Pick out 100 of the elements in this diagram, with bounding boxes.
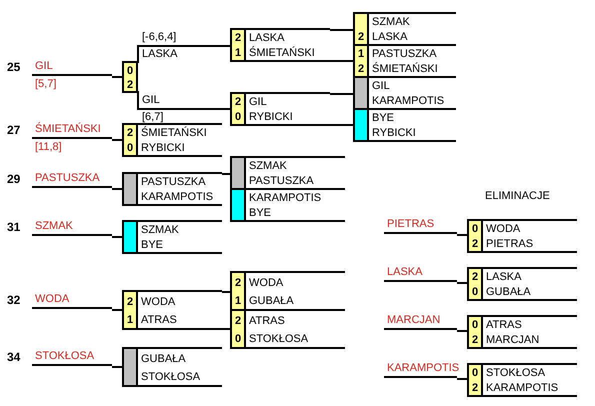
seed-name: PASTUSZKA [32,170,112,188]
score-cell: 0 [230,330,246,347]
bracket-line [221,291,230,293]
score-cell: 0 [122,141,138,155]
player-name: PASTUSZKA [371,47,437,62]
player-name: SZMAK [140,223,179,238]
player-name: RYBICKI [371,126,416,140]
player-row [122,238,222,254]
match-number: 34 [7,350,20,364]
player-name: RYBICKI [140,141,185,155]
score-cell: 0 [467,317,483,333]
player-name: STOKŁOSA [485,366,546,381]
score-cell: 2 [353,62,369,76]
bracket-line [456,378,467,380]
player-name: WODA [485,222,520,237]
match-box [467,267,577,301]
score-cell: 0 [122,63,138,78]
bracket-line [111,76,122,78]
bracket-line [221,328,230,330]
player-name: GIL [371,79,390,94]
bracket-line [329,29,353,31]
player-row [467,237,577,253]
match-box [122,61,138,93]
player-row [467,381,577,397]
bracket-line [137,45,230,63]
bracket-line [137,91,230,110]
seed-name: MARCJAN [384,312,457,330]
edge-label: LASKA [142,48,178,60]
seed-name: LASKA [384,264,457,282]
match-box [230,28,330,62]
player-row [122,311,222,330]
player-row [230,110,330,126]
bracket-line [111,366,122,368]
match-box [467,315,577,349]
player-row [230,206,345,222]
player-name: PIETRAS [485,237,534,251]
seed-name: ŚMIETAŃSKI [32,121,112,139]
bracket-line [221,173,230,175]
player-row [122,190,222,206]
player-row [122,368,222,387]
bracket-line [111,309,122,311]
player-row [230,330,345,349]
player-name: RYBICKI [248,110,293,124]
player-row [230,174,345,190]
player-name: STOKŁOSA [140,370,200,384]
seed-name: SZMAK [32,218,112,236]
player-name: KARAMPOTIS [248,191,322,206]
player-name: ŚMIETAŃSKI [371,62,438,76]
player-name: GUBAŁA [485,285,531,299]
seed-name: PIETRAS [384,216,457,234]
match-box [230,271,345,349]
player-name: ŚMIETAŃSKI [248,46,315,60]
player-name: BYE [140,238,164,252]
score-cell: 2 [230,311,246,330]
match-box [230,92,330,126]
player-name: ŚMIETAŃSKI [140,125,207,141]
player-row [122,141,222,157]
score-cell: 2 [467,269,483,285]
player-row [353,94,456,110]
player-name: SZMAK [371,15,410,30]
seed-name: WODA [32,291,112,309]
score-cell: 2 [230,94,246,110]
match-box [122,123,222,157]
player-name: GUBAŁA [140,352,186,366]
score-cell: 2 [230,273,246,292]
score-cell: 2 [353,30,369,44]
player-row [467,333,577,349]
player-row [353,30,456,46]
player-name: KARAMPOTIS [371,94,444,108]
player-name: ATRAS [140,312,177,328]
score-cell: 1 [122,311,138,328]
bracket-line [111,139,122,141]
player-name: LASKA [371,30,408,44]
player-name: LASKA [248,31,284,46]
match-box [353,12,456,142]
player-name: PASTUSZKA [140,175,206,190]
match-box [467,363,577,397]
player-name: WODA [140,294,176,310]
seed-name: KARAMPOTIS [384,360,457,378]
player-name: ATRAS [248,314,285,328]
section-heading: ELIMINACJE [485,190,550,202]
seed-name: STOKŁOSA [32,348,112,366]
bracket-line [111,236,122,238]
match-number: 32 [7,293,20,307]
score-cell: 0 [467,365,483,381]
score-cell: 2 [467,237,483,251]
score-cell: 1 [353,46,369,62]
edge-label: GIL [142,94,160,106]
match-number: 29 [7,172,20,186]
match-box [467,219,577,253]
player-name: ATRAS [485,318,522,333]
score-cell: 0 [467,221,483,237]
player-name: KARAMPOTIS [485,381,558,395]
bracket-line [329,60,353,62]
player-row [230,46,330,62]
bracket-line [456,330,467,332]
match-number: 25 [7,60,20,74]
player-name: GIL [248,95,267,110]
set-score: [-6,6,4] [142,31,176,43]
player-name: PASTUSZKA [248,174,314,188]
